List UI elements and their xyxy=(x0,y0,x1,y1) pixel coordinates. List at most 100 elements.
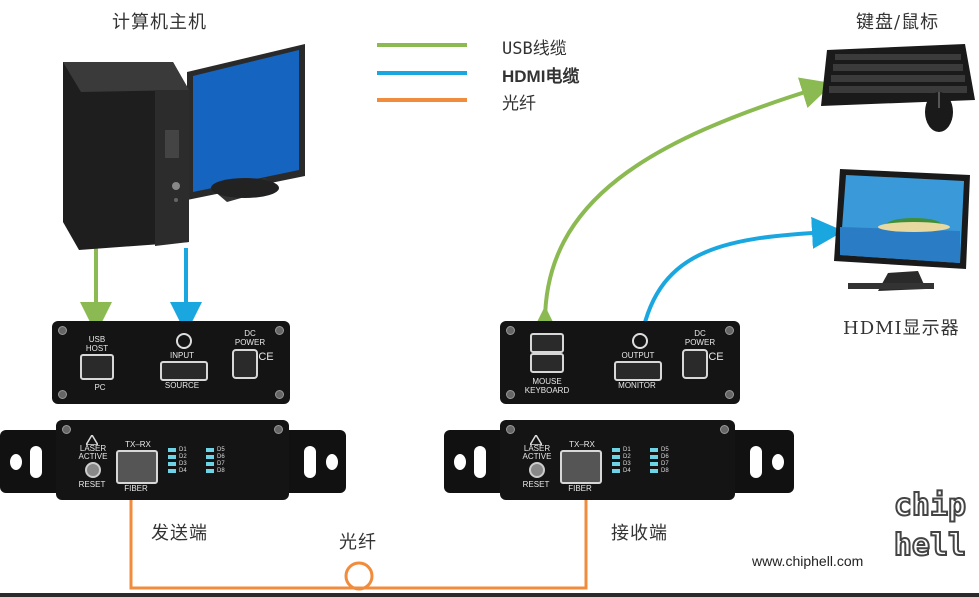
mouse-label: MOUSE xyxy=(532,377,562,386)
sender-label: 发送端 xyxy=(151,523,208,544)
legend-hdmi-swatch xyxy=(377,71,467,75)
mount-slot xyxy=(30,446,42,478)
usb-host-port[interactable] xyxy=(80,354,114,380)
mount-slot xyxy=(304,446,316,478)
dc-label: DC xyxy=(244,329,256,338)
led-label-d1: D1 xyxy=(623,447,631,453)
screw xyxy=(275,390,284,399)
led-label-d3: D3 xyxy=(623,461,631,467)
active-label: ACTIVE xyxy=(78,452,108,461)
led-d8 xyxy=(206,469,214,473)
led-label-d4: D4 xyxy=(179,468,187,474)
dc-power-port[interactable] xyxy=(682,349,708,379)
usb-line-keyboard xyxy=(528,77,834,339)
keyboard-label: KEYBOARD xyxy=(524,386,570,395)
led-d4 xyxy=(612,469,620,473)
fiber-port-label: FIBER xyxy=(124,484,148,493)
watermark-url: www.chiphell.com xyxy=(752,553,864,569)
reset-label: RESET xyxy=(78,480,106,489)
led-d7 xyxy=(650,462,658,466)
led-d6 xyxy=(206,455,214,459)
keyboard-mouse-label: 键盘/鼠标 xyxy=(856,12,940,33)
led-label-d2: D2 xyxy=(179,454,187,460)
dc-power-port[interactable] xyxy=(232,349,258,379)
screw xyxy=(58,326,67,335)
mount-hole xyxy=(326,454,338,470)
power-label: POWER xyxy=(684,338,716,347)
led-label-d7: D7 xyxy=(661,461,669,467)
fiber-port-label: FIBER xyxy=(568,484,592,493)
screw xyxy=(725,326,734,335)
screw xyxy=(58,390,67,399)
screw xyxy=(506,425,515,434)
fiber-bottom-label: 光纤 xyxy=(339,532,377,553)
reset-button[interactable] xyxy=(85,462,101,478)
monitor-label-port: MONITOR xyxy=(618,381,656,390)
led-label-d8: D8 xyxy=(217,468,225,474)
screw xyxy=(506,326,515,335)
mount-hole xyxy=(454,454,466,470)
tx-rx-label: TX–RX xyxy=(125,440,151,449)
output-label: OUTPUT xyxy=(621,351,655,360)
mount-hole xyxy=(772,454,784,470)
led-d5 xyxy=(650,448,658,452)
led-d2 xyxy=(612,455,620,459)
rx-front-panel: LASER ACTIVE RESET TX–RX FIBER D1 D2 D3 … xyxy=(500,420,735,500)
legend-usb-swatch xyxy=(377,43,467,47)
rx-back-panel: MOUSE KEYBOARD OUTPUT MONITOR DC POWER C… xyxy=(500,321,740,404)
source-label: SOURCE xyxy=(164,381,200,390)
led-label-d5: D5 xyxy=(217,447,225,453)
laser-warning-icon xyxy=(528,430,544,446)
led-label-d1: D1 xyxy=(179,447,187,453)
reset-button[interactable] xyxy=(529,462,545,478)
pc-label: 计算机主机 xyxy=(112,12,207,33)
laser-label: LASER xyxy=(523,444,551,453)
sfp-fiber-port[interactable] xyxy=(560,450,602,484)
ir-port[interactable] xyxy=(176,333,192,349)
led-label-d6: D6 xyxy=(217,454,225,460)
usb-pc-label: PC xyxy=(94,383,106,392)
tx-rx-label: TX–RX xyxy=(569,440,595,449)
led-label-d2: D2 xyxy=(623,454,631,460)
hdmi-input-port[interactable] xyxy=(160,361,208,381)
active-label: ACTIVE xyxy=(522,452,552,461)
legend-fiber-swatch xyxy=(377,98,467,102)
led-label-d3: D3 xyxy=(179,461,187,467)
screw xyxy=(274,425,283,434)
tx-back-panel: USB HOST PC INPUT SOURCE DC POWER CE xyxy=(52,321,290,404)
chiphell-logo: chip hell xyxy=(893,487,967,564)
monitor-label: HDMI显示器 xyxy=(843,318,960,339)
led-d1 xyxy=(168,448,176,452)
keyboard-mouse-illustration xyxy=(821,44,975,132)
led-d5 xyxy=(206,448,214,452)
screw xyxy=(720,425,729,434)
usb-port-mouse[interactable] xyxy=(530,333,564,353)
ce-mark: CE xyxy=(708,351,724,363)
laser-label: LASER xyxy=(79,444,107,453)
usb-host-label-2: HOST xyxy=(85,344,109,353)
mount-slot xyxy=(474,446,486,478)
led-label-d5: D5 xyxy=(661,447,669,453)
led-d1 xyxy=(612,448,620,452)
led-label-d6: D6 xyxy=(661,454,669,460)
led-label-d7: D7 xyxy=(217,461,225,467)
led-label-d8: D8 xyxy=(661,468,669,474)
usb-host-label-1: USB xyxy=(88,335,106,344)
led-d4 xyxy=(168,469,176,473)
led-d2 xyxy=(168,455,176,459)
led-d7 xyxy=(206,462,214,466)
led-d8 xyxy=(650,469,658,473)
sfp-fiber-port[interactable] xyxy=(116,450,158,484)
screw xyxy=(725,390,734,399)
input-label: INPUT xyxy=(170,351,194,360)
led-d6 xyxy=(650,455,658,459)
reset-label: RESET xyxy=(522,480,550,489)
usb-port-keyboard[interactable] xyxy=(530,353,564,373)
mount-hole xyxy=(10,454,22,470)
ir-port[interactable] xyxy=(632,333,648,349)
legend-usb-label: USB线缆 xyxy=(502,39,567,59)
hdmi-output-port[interactable] xyxy=(614,361,662,381)
bottom-border xyxy=(0,593,979,597)
screw xyxy=(62,425,71,434)
